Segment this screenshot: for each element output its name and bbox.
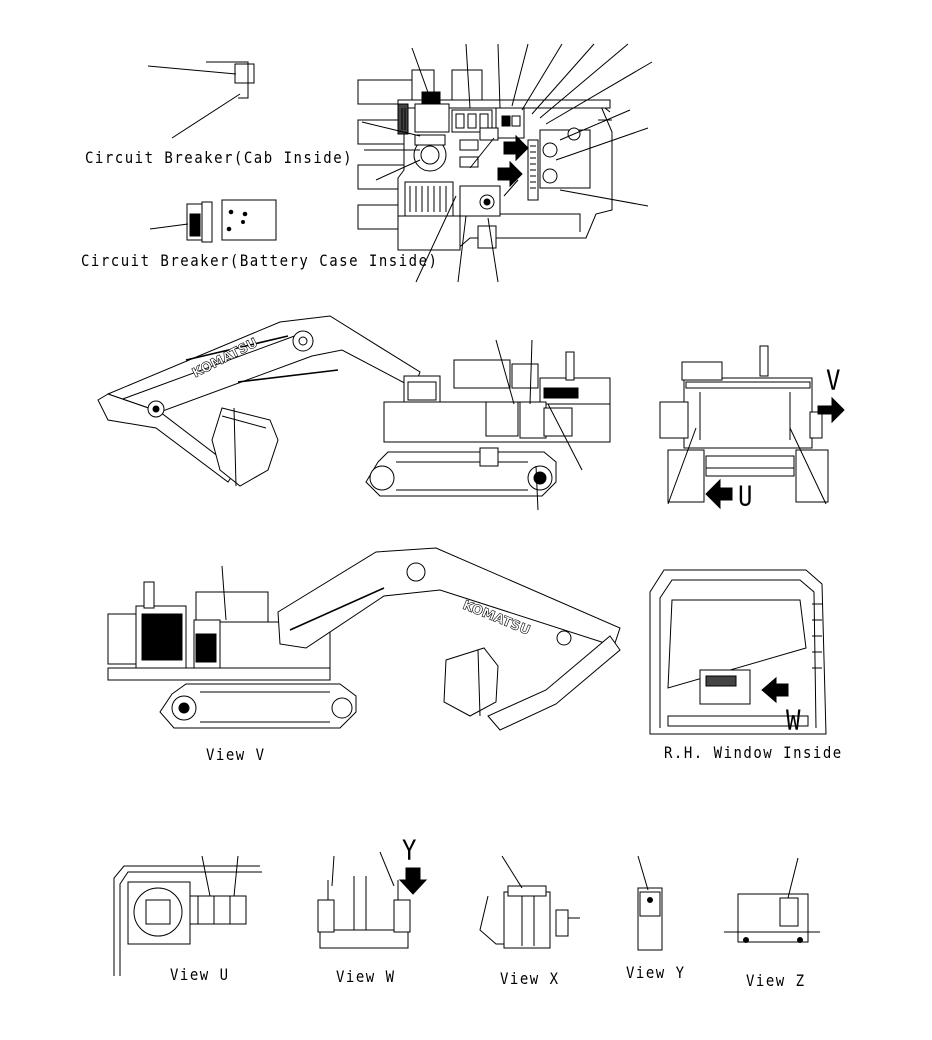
arrow-left-icon [762, 678, 788, 702]
circuit-breaker-cab-label: Circuit Breaker(Cab Inside) [85, 149, 354, 168]
view-marker-u: U [738, 480, 753, 513]
view-x-label: View X [500, 970, 560, 989]
view-v-label: View V [206, 746, 266, 765]
arrow-left-icon [818, 398, 844, 422]
view-marker-w: W [786, 704, 801, 737]
arrow-down-icon [400, 868, 426, 894]
view-z-label: View Z [746, 972, 806, 991]
view-marker-v: V [826, 364, 841, 397]
view-y-label: View Y [626, 964, 686, 983]
view-marker-y: Y [402, 834, 417, 867]
view-u-label: View U [170, 966, 230, 985]
view-w-label: View W [336, 968, 396, 987]
arrow-left-icon [706, 480, 732, 508]
circuit-breaker-battery-label: Circuit Breaker(Battery Case Inside) [81, 252, 439, 271]
rh-window-inside-label: R.H. Window Inside [664, 744, 843, 763]
